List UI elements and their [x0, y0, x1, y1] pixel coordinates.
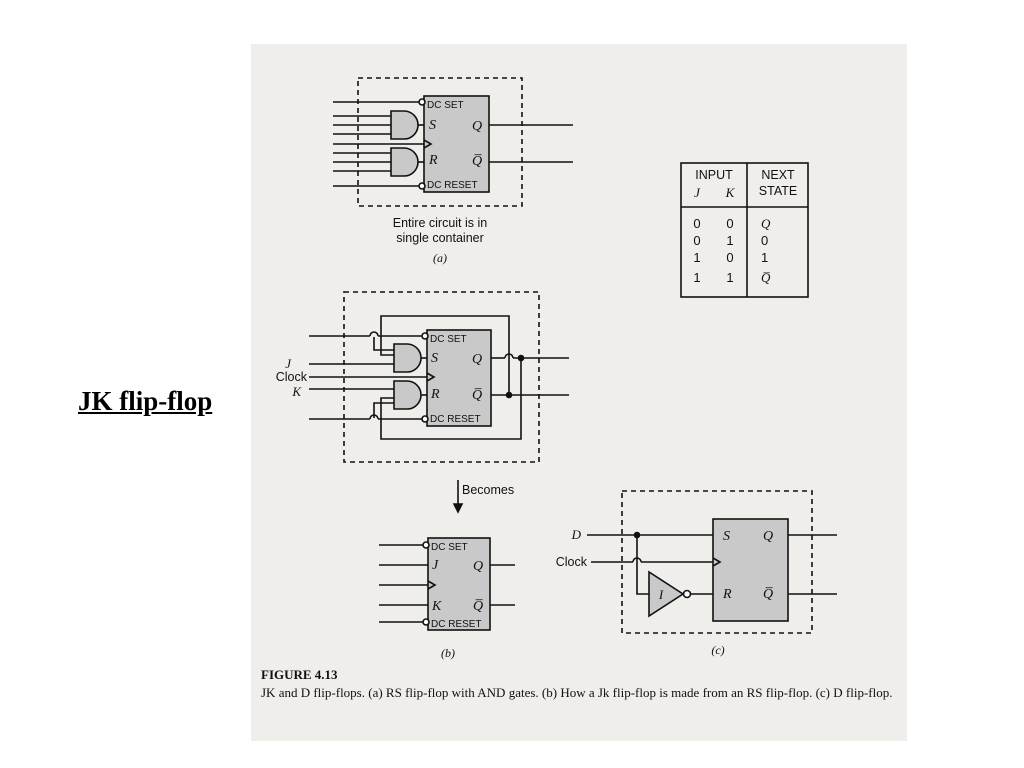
figure-number: FIGURE 4.13: [261, 667, 338, 682]
pin-qbar-b: Q̅: [473, 599, 483, 614]
tt-col-k: K: [725, 185, 736, 200]
dc-reset-label-b: DC RESET: [431, 619, 482, 630]
jk-construction: DC SET DC RESET S R Q Q̅: [276, 291, 569, 463]
pin-qbar-jk: Q̅: [472, 388, 482, 403]
tt-row: 1 1 Q̅: [693, 270, 771, 285]
inverter-gate: [648, 570, 685, 618]
pin-qbar-a: Q̅: [472, 154, 482, 169]
tt-cell-j: 0: [693, 233, 700, 248]
input-j-label: J: [285, 356, 292, 371]
dc-reset-label-jk: DC RESET: [430, 414, 481, 425]
input-d-label: D: [571, 527, 582, 542]
tt-row: 0 0 Q: [693, 216, 771, 231]
dc-set-label-b: DC SET: [431, 542, 468, 553]
tt-cell-next: Q: [761, 216, 771, 231]
pin-k-b: K: [431, 599, 442, 614]
container-c: [621, 490, 813, 634]
tt-cell-k: 1: [726, 233, 733, 248]
pin-qbar-c: Q̅: [763, 587, 773, 602]
pin-j-b: J: [432, 558, 439, 573]
tt-cell-k: 0: [726, 250, 733, 265]
tt-header-next: NEXT: [761, 168, 795, 182]
note-a-line1: Entire circuit is in: [393, 216, 488, 230]
truth-table: INPUT J K NEXT STATE 0 0 Q 0 1 0 1 0 1 1…: [680, 162, 809, 298]
flip-flop-diagram: DC SET DC RESET S R Q Q̅ Entire circuit …: [276, 77, 837, 660]
d-flipflop-block: [712, 518, 789, 622]
pin-r-jk: R: [430, 387, 440, 402]
pin-q-jk: Q: [472, 352, 482, 367]
pin-s-a: S: [429, 118, 436, 133]
scanned-figure: DC SET DC RESET S R Q Q̅ Entire circuit …: [251, 44, 907, 741]
tt-header-input: INPUT: [695, 168, 733, 182]
pin-q-b: Q: [473, 559, 483, 574]
input-clock-label-c: Clock: [556, 555, 588, 569]
jk-block-b: [427, 537, 491, 631]
tt-cell-j: 0: [693, 216, 700, 231]
label-a: (a): [433, 251, 447, 265]
becomes-label: Becomes: [462, 483, 514, 497]
tt-header-state: STATE: [759, 184, 797, 198]
input-k-label: K: [291, 384, 302, 399]
tt-cell-next: 1: [761, 250, 768, 265]
dc-set-label-a: DC SET: [427, 100, 464, 111]
and-gate-upper-a: [390, 110, 419, 140]
container-jk: [343, 291, 540, 463]
tt-cell-j: 1: [693, 270, 700, 285]
tt-row: 1 0 1: [693, 250, 768, 265]
inverter-label: I: [658, 587, 664, 602]
tt-cell-k: 1: [726, 270, 733, 285]
and-gate-lower-a: [390, 147, 419, 177]
circuit-b: DC SET DC RESET J K Q Q̅ (b): [379, 537, 515, 660]
input-clock-label: Clock: [276, 370, 308, 384]
caption-text: JK and D flip-flops. (a) RS flip-flop wi…: [261, 685, 893, 700]
label-b: (b): [441, 646, 455, 660]
slide-title: JK flip-flop: [78, 386, 213, 416]
tt-cell-next: Q̅: [761, 270, 771, 285]
and-gate-lower-jk: [393, 380, 422, 410]
tt-cell-j: 1: [693, 250, 700, 265]
becomes-arrow: Becomes: [452, 480, 514, 514]
rs-block-a: [423, 95, 490, 193]
note-a-line2: single container: [396, 231, 484, 245]
circuit-c: S R Q Q̅ I D Clock (c): [556, 490, 837, 657]
pin-s-jk: S: [431, 351, 438, 366]
pin-q-c: Q: [763, 529, 773, 544]
container-a: [357, 77, 523, 207]
dc-reset-label-a: DC RESET: [427, 180, 478, 191]
dc-set-label-jk: DC SET: [430, 334, 467, 345]
pin-s-c: S: [723, 529, 730, 544]
tt-row: 0 1 0: [693, 233, 768, 248]
circuit-a: DC SET DC RESET S R Q Q̅ Entire circuit …: [333, 77, 573, 265]
figure-caption: FIGURE 4.13 JK and D flip-flops. (a) RS …: [261, 666, 901, 702]
pin-r-a: R: [428, 153, 438, 168]
tt-cell-k: 0: [726, 216, 733, 231]
tt-cell-next: 0: [761, 233, 768, 248]
rs-block-jk: [426, 329, 492, 427]
tt-col-j: J: [694, 185, 701, 200]
and-gate-upper-jk: [393, 343, 422, 373]
pin-q-a: Q: [472, 119, 482, 134]
label-c: (c): [711, 643, 724, 657]
pin-r-c: R: [722, 587, 732, 602]
